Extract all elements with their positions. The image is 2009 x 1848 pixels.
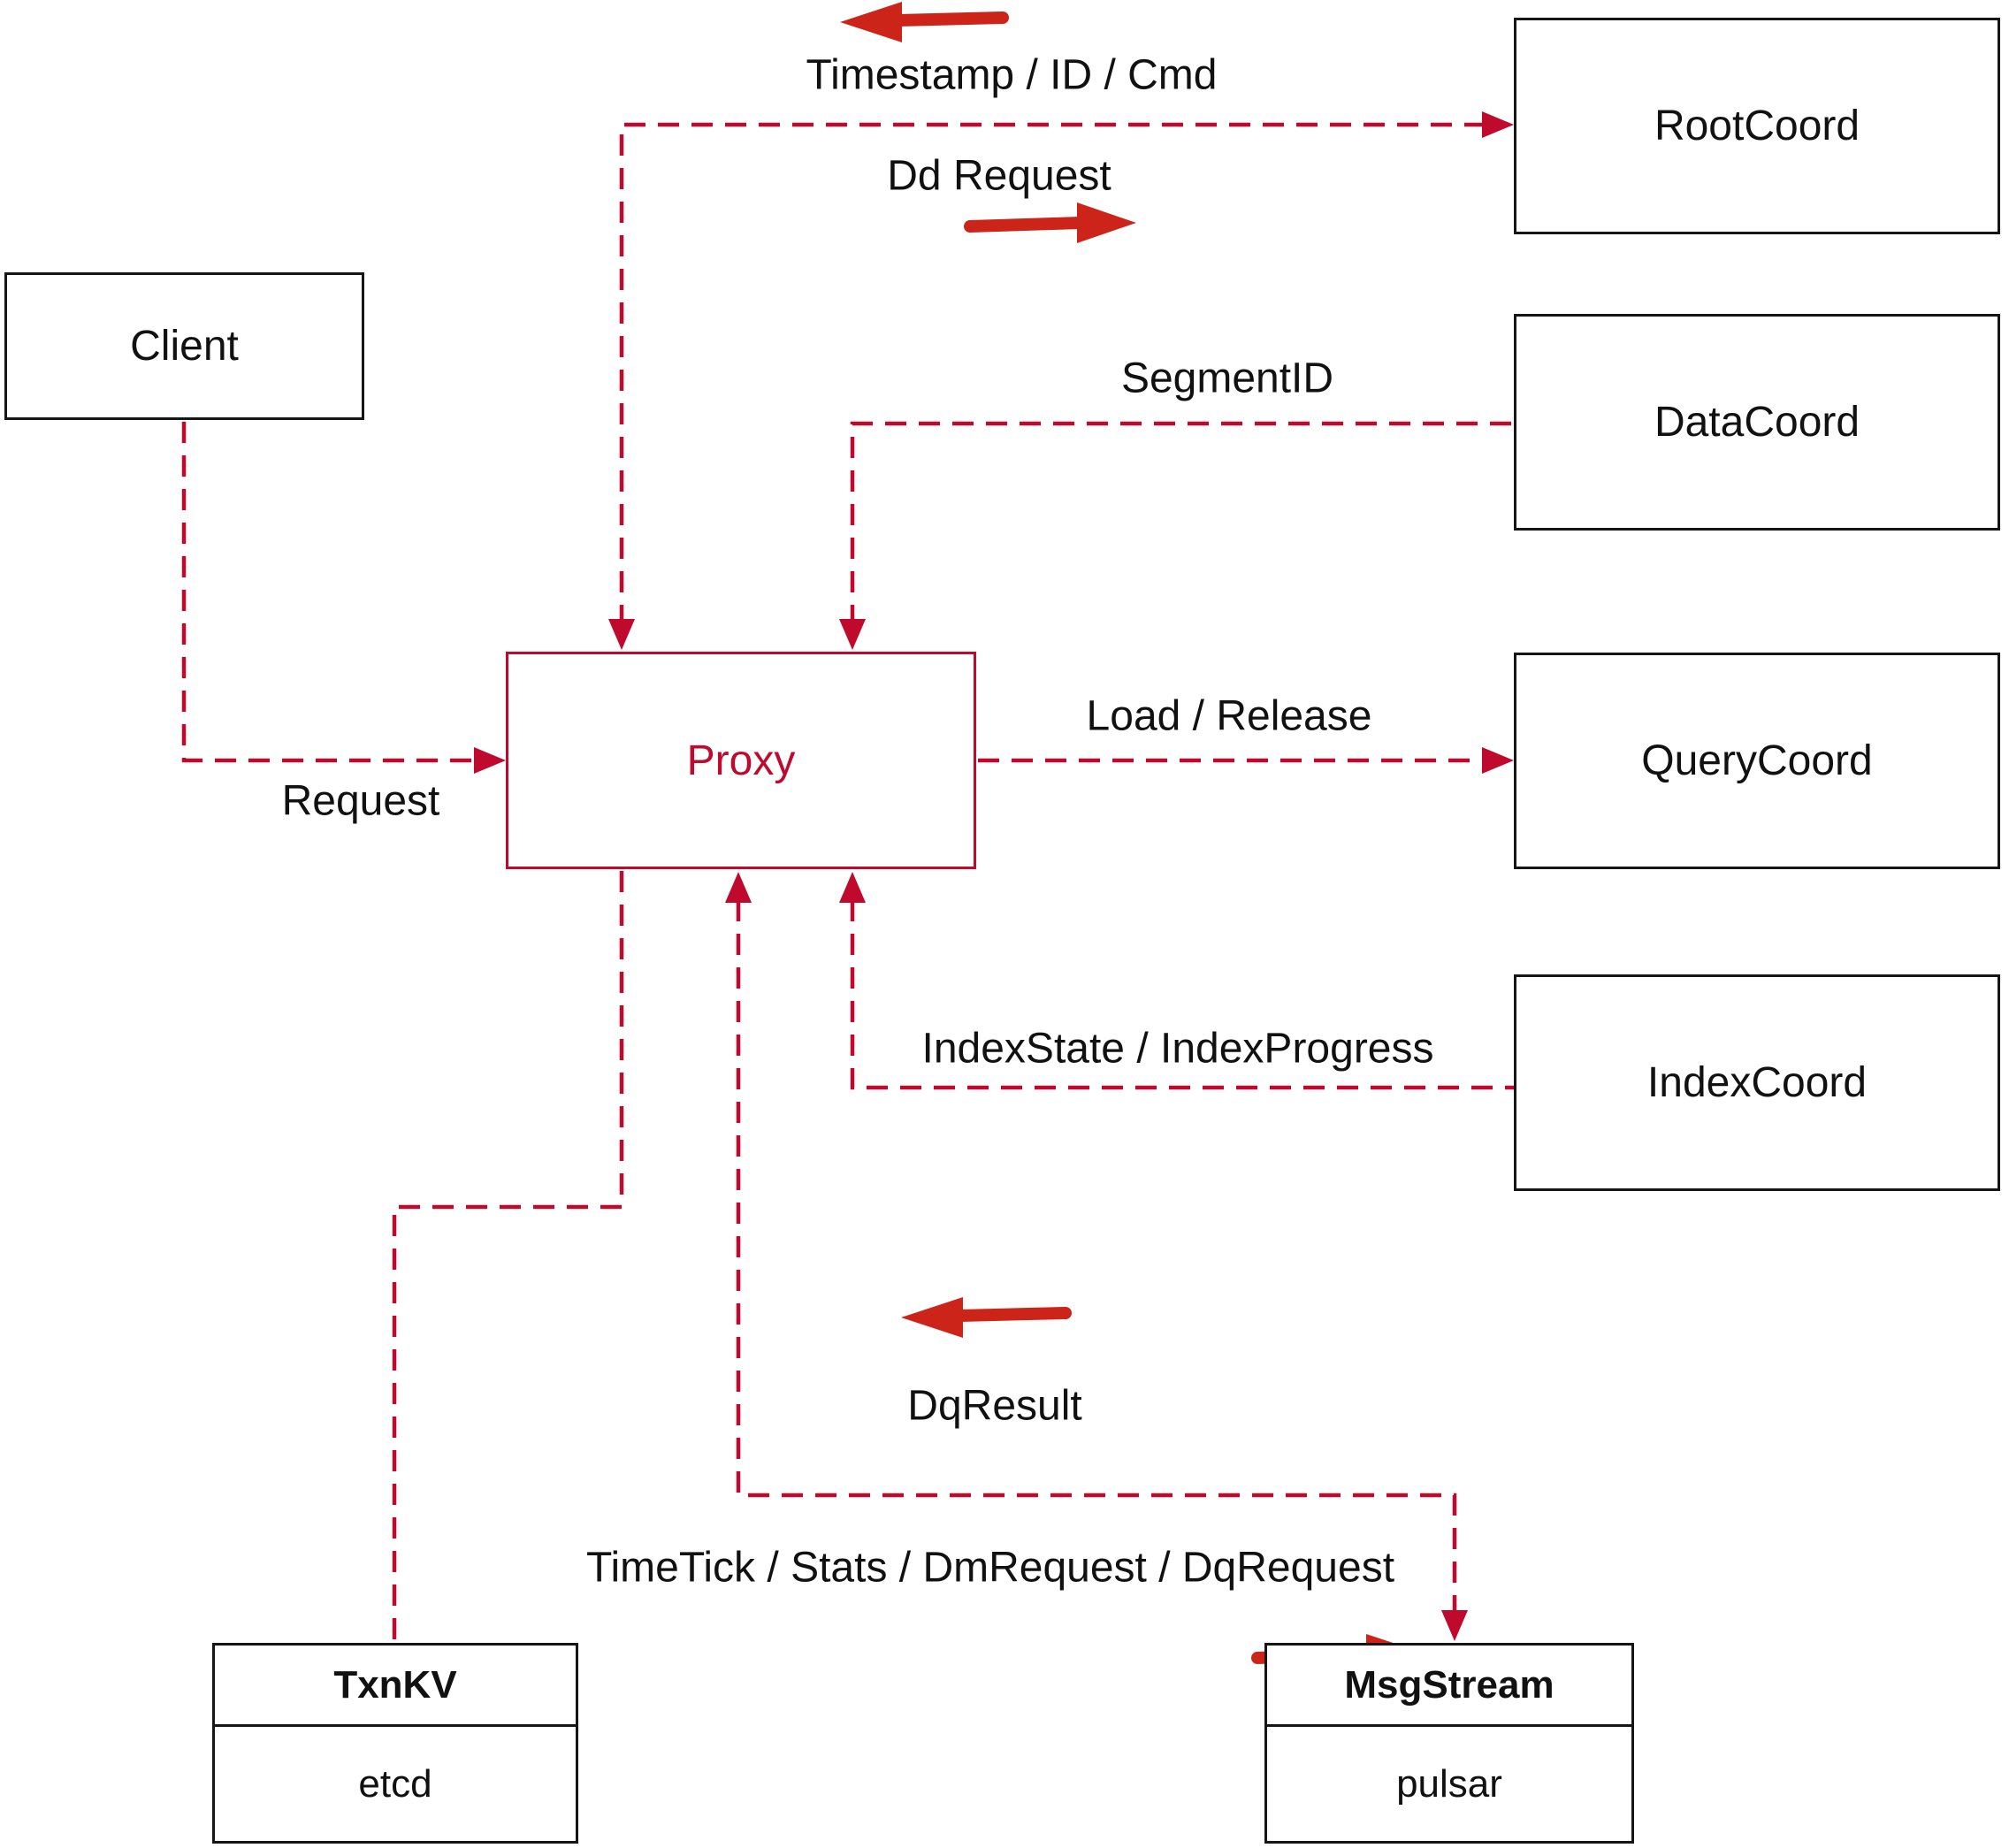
edge-datacoord-proxy-line <box>850 421 1514 626</box>
direction-arrow-left-timestamp <box>840 2 1009 42</box>
node-querycoord: QueryCoord <box>1514 653 2000 869</box>
edge-label-load-release: Load / Release <box>1086 692 1372 740</box>
arrowhead-into-msgstream <box>1441 1610 1468 1641</box>
node-indexcoord: IndexCoord <box>1514 974 2000 1191</box>
node-indexcoord-label: IndexCoord <box>1646 1059 1868 1106</box>
arrowhead-into-rootcoord <box>1482 111 1514 138</box>
edge-proxy-rootcoord-line <box>619 122 1494 626</box>
node-rootcoord: RootCoord <box>1514 18 2000 234</box>
edge-client-proxy-line <box>181 422 482 763</box>
node-txnkv-title: TxnKV <box>215 1646 576 1727</box>
node-rootcoord-label: RootCoord <box>1654 103 1860 149</box>
direction-arrow-left-dqresult <box>901 1297 1072 1338</box>
edge-proxy-msgstream-line <box>736 900 1457 1616</box>
node-msgstream-impl: pulsar <box>1396 1761 1502 1806</box>
edge-label-index-state: IndexState / IndexProgress <box>921 1025 1434 1073</box>
node-msgstream: MsgStream pulsar <box>1264 1643 1634 1844</box>
node-msgstream-title: MsgStream <box>1267 1646 1631 1727</box>
edge-label-timestamp-id-cmd: Timestamp / ID / Cmd <box>806 51 1218 99</box>
arrowhead-into-proxy-top-right <box>839 619 866 650</box>
node-txnkv-impl: etcd <box>358 1761 432 1806</box>
arrowhead-into-proxy-left <box>474 747 506 774</box>
node-client: Client <box>4 272 364 420</box>
edge-label-dq-result: DqResult <box>907 1382 1082 1430</box>
edge-label-request: Request <box>281 777 440 825</box>
node-client-label: Client <box>130 323 239 370</box>
arrowhead-into-proxy-top-left <box>608 619 635 650</box>
direction-arrow-right-dd-request <box>964 202 1136 243</box>
node-datacoord-label: DataCoord <box>1654 399 1860 446</box>
edge-label-dd-request: Dd Request <box>887 152 1111 200</box>
edge-indexcoord-proxy-line <box>850 900 1514 1090</box>
node-datacoord: DataCoord <box>1514 314 2000 531</box>
node-querycoord-label: QueryCoord <box>1641 737 1873 784</box>
arrowhead-into-querycoord <box>1482 747 1514 774</box>
node-txnkv: TxnKV etcd <box>212 1643 578 1844</box>
edge-label-segment-id: SegmentID <box>1120 355 1334 402</box>
node-proxy: Proxy <box>506 652 976 869</box>
node-proxy-label: Proxy <box>686 737 796 784</box>
edge-label-time-tick: TimeTick / Stats / DmRequest / DqRequest <box>585 1544 1395 1592</box>
edge-proxy-txnkv-line <box>392 871 624 1641</box>
arrowhead-into-proxy-bottom-mid <box>725 872 752 903</box>
arrowhead-into-proxy-bottom-right <box>839 872 866 903</box>
